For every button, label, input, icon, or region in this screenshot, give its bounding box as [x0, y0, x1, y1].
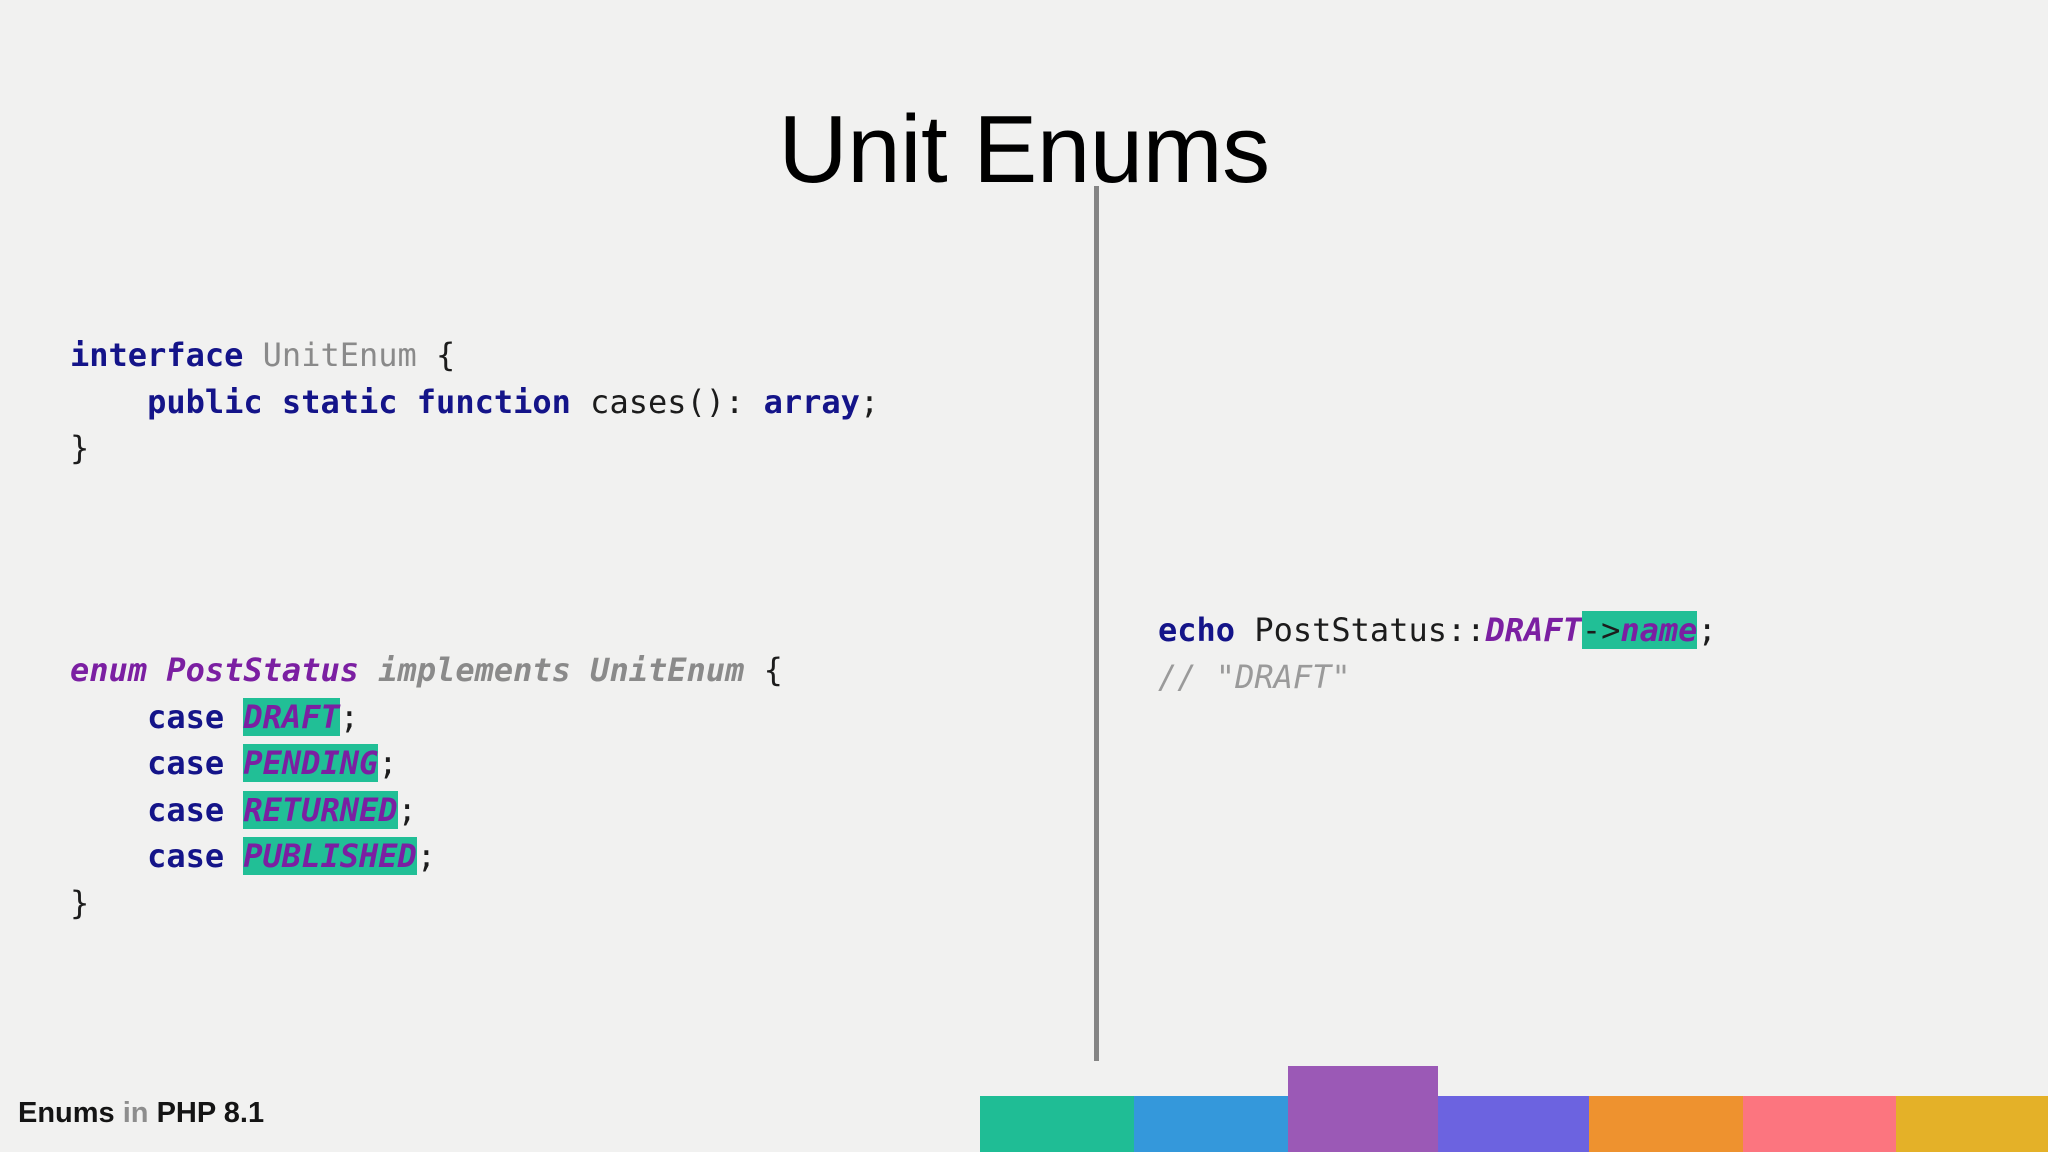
indent-3 [70, 744, 147, 782]
bottom-color-bars [0, 1052, 2048, 1152]
footer-word-enums: Enums [18, 1097, 115, 1129]
bar-orange [1589, 1096, 1743, 1152]
enum-case-returned: RETURNED [243, 790, 398, 829]
footer-label: Enums in PHP 8.1 [18, 1097, 264, 1130]
indent-1 [70, 383, 147, 421]
keyword-echo: echo [1158, 611, 1236, 649]
brace-close-1: } [70, 429, 90, 467]
bar-pink [1743, 1096, 1896, 1152]
space-3 [224, 698, 243, 736]
space-5 [224, 791, 243, 829]
indent-2 [70, 698, 147, 736]
brace-open: { [436, 336, 456, 374]
case-reference-draft: DRAFT [1485, 611, 1582, 649]
bar-blue [1134, 1096, 1288, 1152]
page-title: Unit Enums [778, 96, 1270, 204]
keyword-public-static-function: public static function [147, 382, 571, 421]
enum-case-pending: PENDING [243, 744, 379, 782]
space-1 [243, 336, 262, 374]
return-type-array: array [763, 382, 860, 421]
brace-open-2: { [744, 651, 783, 689]
keyword-interface: interface [70, 336, 244, 374]
code-block-interface: interface UnitEnum { public static funct… [70, 332, 879, 472]
brace-close-2: } [70, 883, 90, 922]
arrow-operator: -> [1581, 611, 1621, 649]
class-reference-poststatus: PostStatus:: [1235, 611, 1486, 649]
keyword-case-3: case [147, 790, 225, 829]
semicolon-1: ; [859, 382, 880, 421]
keyword-enum-poststatus: enum PostStatus [70, 651, 359, 689]
code-block-echo: echo PostStatus::DRAFT->name; // "DRAFT" [1158, 607, 1717, 700]
indent-5 [70, 837, 147, 875]
semicolon-6: ; [1697, 611, 1717, 649]
keyword-case-4: case [147, 837, 225, 875]
enum-case-draft: DRAFT [243, 697, 340, 736]
type-unitenum: UnitEnum [262, 336, 417, 374]
keyword-case-1: case [147, 697, 225, 736]
semicolon-4: ; [397, 790, 417, 829]
bar-indigo [1438, 1096, 1589, 1152]
method-cases-signature: cases(): [570, 382, 764, 421]
vertical-divider [1094, 186, 1099, 1061]
bar-purple [1288, 1066, 1438, 1152]
space-4 [224, 744, 243, 782]
bar-gold [1896, 1096, 2048, 1152]
keyword-implements: implements [358, 651, 591, 689]
keyword-case-2: case [147, 744, 225, 782]
semicolon-2: ; [339, 697, 359, 736]
footer-word-php: PHP 8.1 [156, 1097, 265, 1129]
indent-4 [70, 791, 147, 829]
semicolon-3: ; [378, 744, 398, 782]
enum-case-published: PUBLISHED [243, 837, 417, 875]
bar-teal [980, 1096, 1134, 1152]
code-block-enum: enum PostStatus implements UnitEnum { ca… [70, 647, 783, 926]
footer-word-in: in [122, 1097, 149, 1129]
code-comment-draft-output: // "DRAFT" [1158, 657, 1351, 696]
space-6 [224, 837, 243, 875]
interface-unitenum-ref: UnitEnum [590, 651, 745, 689]
property-name: name [1620, 611, 1698, 649]
semicolon-5: ; [416, 837, 437, 875]
space-2 [417, 336, 436, 374]
